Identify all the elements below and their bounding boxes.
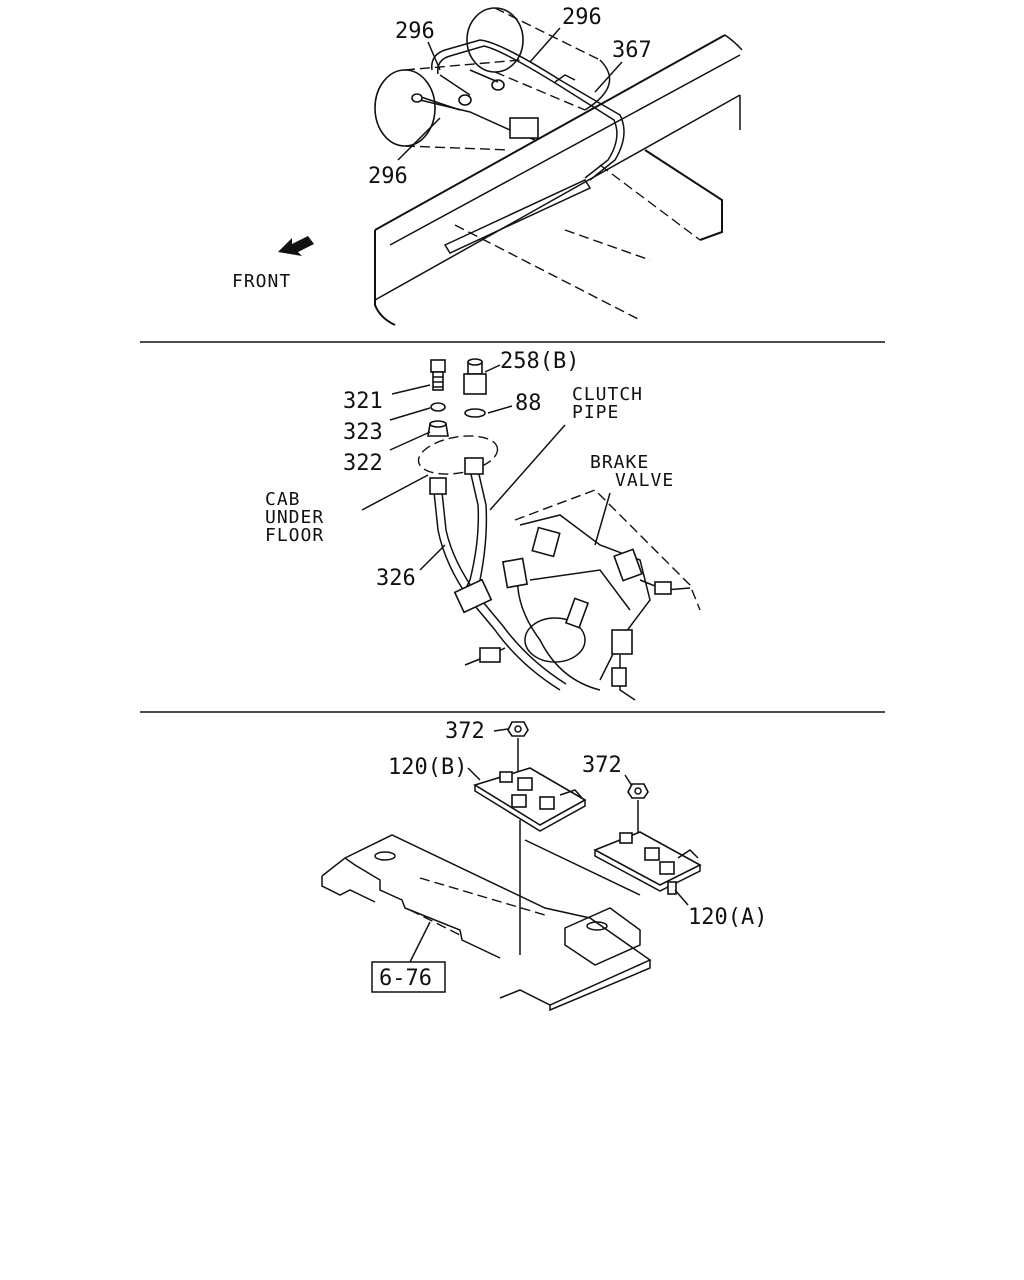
brake-valve-body bbox=[453, 489, 701, 701]
nut-372-lower bbox=[627, 783, 649, 799]
label-clutch: CLUTCH bbox=[572, 384, 643, 405]
washer-323 bbox=[430, 402, 446, 412]
label-brake: BRAKE bbox=[590, 452, 649, 473]
front-arrow-icon bbox=[278, 236, 314, 256]
label-floor: FLOOR bbox=[265, 525, 324, 546]
label-pipe: PIPE bbox=[572, 402, 619, 423]
label-296-lower: 296 bbox=[368, 164, 408, 189]
air-tank-front bbox=[374, 59, 521, 151]
fitting-258b bbox=[463, 358, 487, 395]
label-under: UNDER bbox=[265, 507, 324, 528]
hose-bundle bbox=[411, 39, 625, 181]
label-321: 321 bbox=[343, 389, 383, 414]
label-296-top-left: 296 bbox=[395, 19, 435, 44]
label-ref-6-76: 6-76 bbox=[379, 966, 432, 991]
section-brake-valve: 258(B) 321 88 323 322 CLUTCH PIPE BRAKE … bbox=[265, 349, 701, 701]
reference-box bbox=[371, 961, 446, 993]
bolt-321 bbox=[430, 359, 446, 391]
label-120a: 120(A) bbox=[688, 905, 767, 930]
bracket-120b bbox=[473, 767, 587, 832]
label-322: 322 bbox=[343, 451, 383, 476]
label-valve: VALVE bbox=[615, 470, 674, 491]
label-323: 323 bbox=[343, 420, 383, 445]
label-cab: CAB bbox=[265, 489, 301, 510]
washer-88 bbox=[464, 408, 486, 418]
label-258b: 258(B) bbox=[500, 349, 579, 374]
label-372-upper: 372 bbox=[445, 719, 485, 744]
frame-rail bbox=[374, 34, 743, 326]
clutch-pipe bbox=[459, 457, 488, 601]
section-tank-frame: 296 296 367 296 FRONT bbox=[232, 5, 743, 326]
label-88: 88 bbox=[515, 391, 542, 416]
floor-panel bbox=[321, 834, 652, 1012]
section-bracket-plates: 372 120(B) 372 120(A) 6-76 bbox=[321, 719, 767, 1012]
label-120b: 120(B) bbox=[388, 755, 467, 780]
label-372-lower: 372 bbox=[582, 753, 622, 778]
center-line-4 bbox=[524, 839, 641, 896]
nut-372-upper bbox=[507, 721, 529, 737]
bracket-120a bbox=[593, 831, 702, 895]
nut-322 bbox=[427, 420, 449, 437]
label-326: 326 bbox=[376, 566, 416, 591]
label-296-top-right: 296 bbox=[562, 5, 602, 30]
cab-floor-hole bbox=[417, 435, 499, 475]
label-front: FRONT bbox=[232, 271, 291, 292]
label-367: 367 bbox=[612, 38, 652, 63]
